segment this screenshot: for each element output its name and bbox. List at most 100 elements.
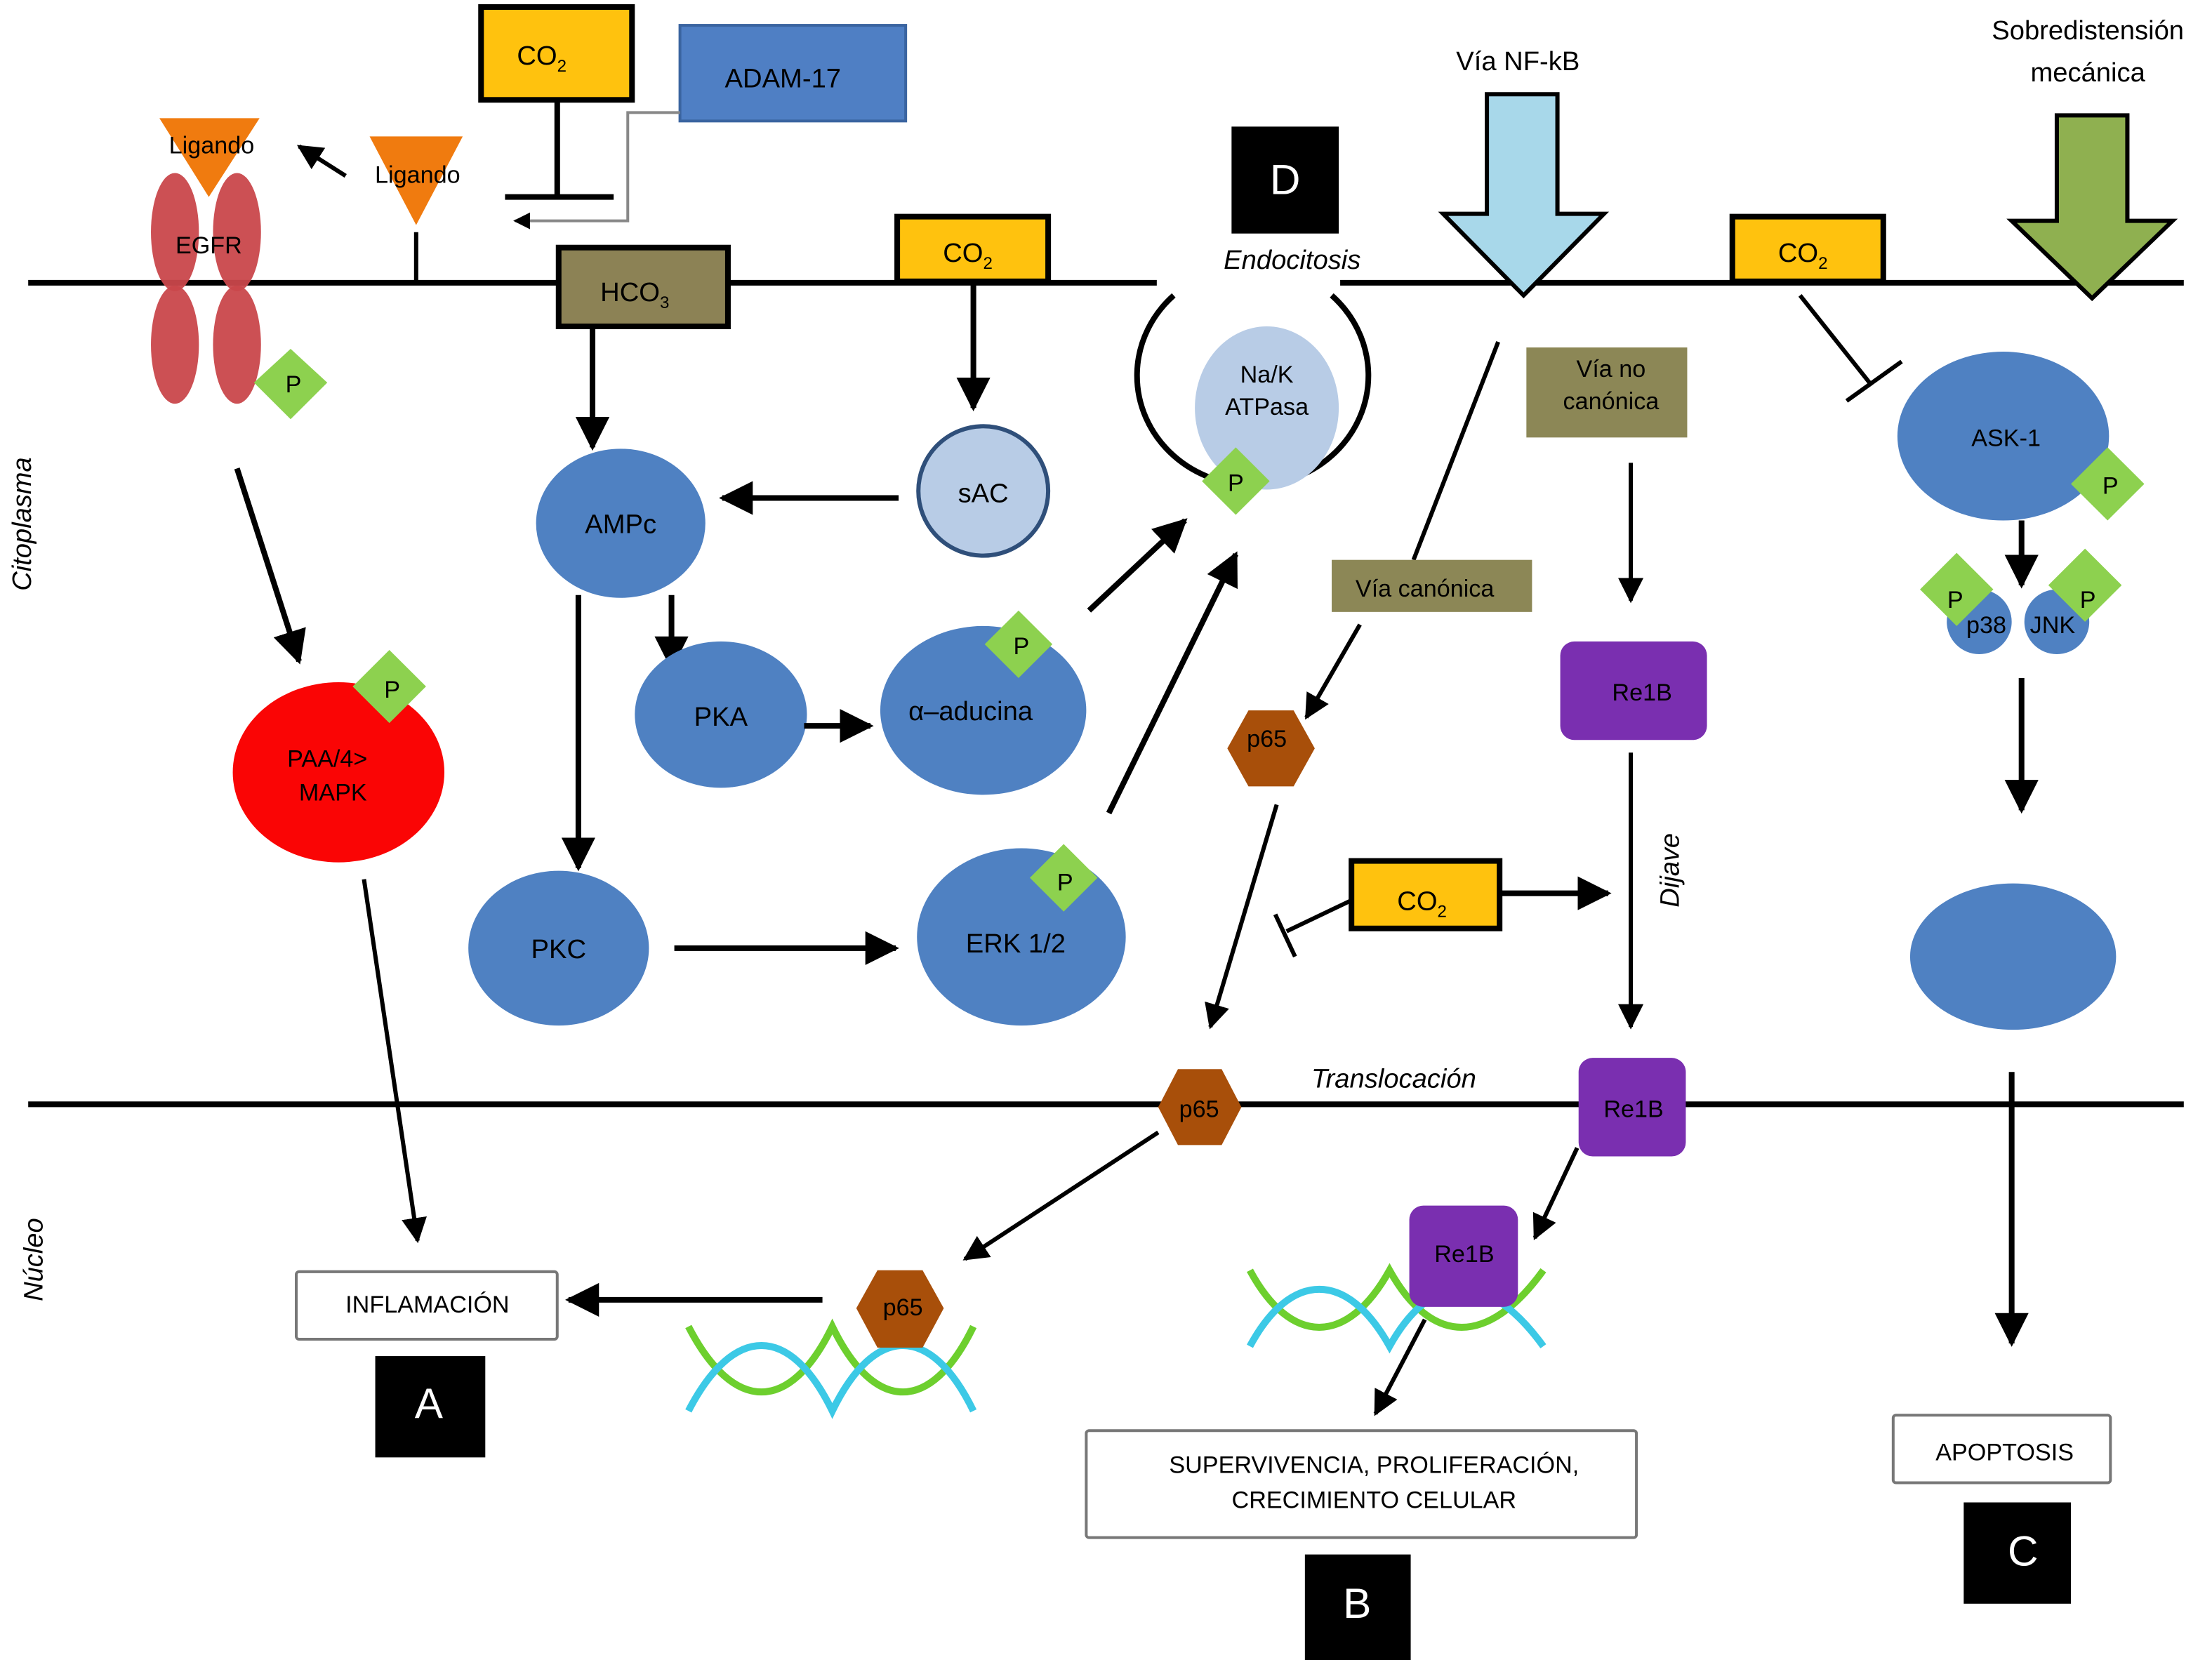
svg-text:P: P [2102, 473, 2119, 500]
sac-node: sAC [916, 424, 1051, 558]
co2-box-right: CO2 [1729, 213, 1886, 284]
nfkb-block-arrow [1438, 92, 1610, 299]
cytoplasm-label: Citoplasma [7, 457, 37, 590]
ligand-free: Ligando [369, 136, 463, 283]
canonical-pathway-box: Vía canónica [1332, 559, 1532, 612]
egfr-label: EGFR [175, 232, 242, 259]
svg-text:α–aducina: α–aducina [908, 696, 1033, 726]
pka-node: PKA [635, 641, 807, 788]
translocation-label: Translocación [1311, 1063, 1476, 1094]
p38-node: P p38 [1920, 552, 2012, 654]
nucleus-label: Núcleo [18, 1218, 48, 1301]
svg-text:P: P [1947, 587, 1963, 613]
phosphate-nak: P [1202, 447, 1270, 515]
svg-text:ASK-1: ASK-1 [1971, 425, 2041, 451]
mechanical-label-line2: mecánica [2030, 58, 2145, 88]
endocytosis-label: Endocitosis [1224, 245, 1360, 275]
arrow-erk-nak [1106, 551, 1238, 815]
co2-inhibits-p65-bar [1273, 913, 1297, 958]
arrow-p65-dna [962, 1130, 1160, 1261]
svg-text:CO2: CO2 [1778, 238, 1828, 273]
adam17-cleavage-arrow [513, 111, 680, 230]
svg-text:p65: p65 [1247, 726, 1287, 752]
svg-text:D: D [1270, 157, 1301, 204]
mechanical-label-line1: Sobredistensión [1992, 15, 2184, 46]
co2-inhibits-ask1 [1798, 294, 1873, 386]
apoptosis-outcome-box: APOPTOSIS [1891, 1414, 2112, 1485]
survival-outcome-box: SUPERVIVENCIA, PROLIFERACIÓN, CRECIMIENT… [1085, 1429, 1638, 1539]
svg-text:sAC: sAC [958, 479, 1009, 509]
svg-text:canónica: canónica [1563, 388, 1660, 415]
svg-text:CO2: CO2 [517, 41, 567, 76]
relb-membrane: Re1B [1578, 1058, 1686, 1157]
svg-text:P: P [286, 371, 302, 398]
phosphate-egfr: P [253, 349, 328, 420]
svg-text:PKA: PKA [694, 702, 748, 732]
svg-text:Vía canónica: Vía canónica [1356, 576, 1495, 602]
panel-c-badge: C [1963, 1502, 2072, 1604]
dna-helix-left [685, 1318, 977, 1419]
svg-text:P: P [1014, 633, 1030, 660]
svg-text:Re1B: Re1B [1612, 679, 1671, 706]
svg-text:p38: p38 [1966, 612, 2006, 639]
panel-a-badge: A [375, 1356, 486, 1458]
svg-text:Ligando: Ligando [375, 162, 461, 189]
na-k-atpase-node: Na/K ATPasa [1195, 326, 1339, 490]
phosphate-mapk: P [352, 649, 426, 724]
jnk-node: P JNK [2024, 548, 2122, 654]
nfkb-pathway-label: Vía NF-kB [1456, 46, 1579, 77]
svg-text:P: P [2080, 587, 2096, 613]
svg-text:p65: p65 [883, 1294, 923, 1321]
svg-text:CRECIMIENTO CELULAR: CRECIMIENTO CELULAR [1232, 1487, 1517, 1514]
mapk-node: PAA/4> MAPK [232, 682, 445, 863]
ligand-release-arrow [296, 144, 347, 178]
panel-d-badge: D [1231, 126, 1339, 234]
relb-nuclear: Re1B [1409, 1205, 1518, 1307]
svg-text:PAA/4>: PAA/4> [287, 745, 367, 772]
svg-text:P: P [1228, 470, 1244, 497]
svg-text:ATPasa: ATPasa [1225, 394, 1309, 420]
arrow-adducin-nak [1087, 518, 1188, 613]
svg-text:JNK: JNK [2030, 612, 2076, 639]
adam17-box: ADAM-17 [678, 24, 908, 123]
svg-text:P: P [384, 677, 400, 703]
svg-text:Vía no: Vía no [1577, 356, 1646, 383]
svg-text:A: A [415, 1380, 444, 1427]
svg-text:SUPERVIVENCIA, PROLIFERACIÓN,: SUPERVIVENCIA, PROLIFERACIÓN, [1169, 1452, 1579, 1478]
svg-text:ADAM-17: ADAM-17 [725, 63, 841, 93]
alpha-adducin-node: α–aducina [880, 625, 1087, 795]
dijave-label: Dijave [1655, 833, 1685, 908]
svg-text:AMPc: AMPc [585, 510, 656, 540]
svg-text:p65: p65 [1179, 1096, 1219, 1122]
phosphate-ask1: P [2071, 447, 2145, 521]
svg-text:INFLAMACIÓN: INFLAMACIÓN [345, 1291, 509, 1318]
svg-text:CO2: CO2 [943, 238, 993, 273]
svg-text:ERK 1/2: ERK 1/2 [966, 929, 1066, 959]
svg-text:B: B [1343, 1580, 1371, 1627]
non-canonical-pathway-box: Vía no canónica [1526, 347, 1688, 438]
relb-cytoplasmic: Re1B [1560, 641, 1707, 740]
svg-text:CO2: CO2 [1397, 886, 1447, 922]
svg-text:Re1B: Re1B [1603, 1096, 1663, 1122]
hco3-box: HCO3 [555, 244, 731, 329]
co2-box-top: CO2 [478, 4, 635, 103]
nfkb-branch-line [1411, 340, 1500, 561]
arrow-relb-dna [1532, 1147, 1579, 1240]
panel-b-badge: B [1304, 1554, 1411, 1660]
co2-box-mid: CO2 [894, 213, 1052, 284]
svg-text:Re1B: Re1B [1434, 1241, 1494, 1268]
svg-text:C: C [2008, 1528, 2039, 1575]
ligand-bound-label: Ligando [169, 132, 255, 159]
p65-cytoplasmic: p65 [1227, 710, 1315, 787]
svg-text:HCO3: HCO3 [600, 277, 669, 312]
arrow-relb-survival [1373, 1318, 1427, 1416]
arrow-mapk-inflammation [362, 879, 427, 1244]
co2-inhibits-p65 [1285, 898, 1353, 934]
mechanical-block-arrow [2006, 113, 2178, 302]
p65-nuclear: p65 [856, 1270, 944, 1348]
ligand-bound-triangle [159, 118, 260, 197]
co2-box-lower: CO2 [1349, 858, 1503, 931]
svg-text:PKC: PKC [531, 934, 587, 964]
arrow-p65-translocation [1205, 804, 1279, 1030]
